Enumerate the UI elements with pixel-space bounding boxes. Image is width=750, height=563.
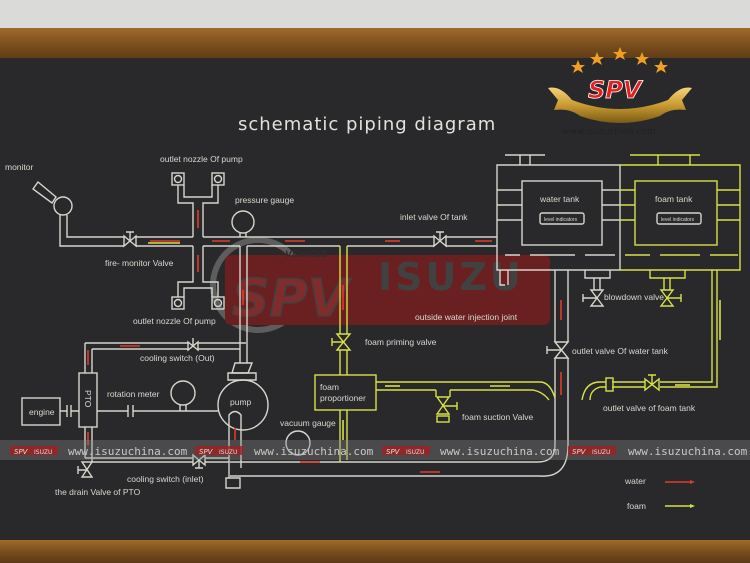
- pto: PTO: [78, 372, 98, 428]
- foam-tank: [620, 154, 741, 290]
- drain-valve-pto[interactable]: [77, 461, 94, 478]
- label-water-tank: water tank: [539, 194, 580, 204]
- label-outlet-nozzle-top: outlet nozzle Of pump: [160, 154, 243, 164]
- svg-text:www.isuzuchina.com: www.isuzuchina.com: [440, 445, 560, 458]
- watermark-4: SPV ISUZU www.isuzuchina.com: [568, 445, 748, 458]
- label-vacuum-gauge: vacuum gauge: [280, 418, 336, 428]
- outlet-valve-of-foam-tank[interactable]: [605, 374, 660, 392]
- frame-top: [0, 28, 750, 62]
- vacuum-gauge: [285, 430, 311, 456]
- svg-text:foam: foam: [627, 501, 646, 511]
- label-engine: engine: [29, 407, 55, 417]
- label-inlet-valve-tank: inlet valve Of tank: [400, 212, 468, 222]
- svg-text:ISUZU: ISUZU: [592, 449, 610, 456]
- label-rotation-meter: rotation meter: [107, 389, 160, 399]
- label-outside-water-injection: outside water injection joint: [415, 312, 518, 322]
- label-foam-suction-valve: foam suction Valve: [462, 412, 533, 422]
- svg-text:ISUZU: ISUZU: [219, 449, 237, 456]
- label-fire-monitor-valve: fire- monitor Valve: [105, 258, 174, 268]
- rotation-meter: [170, 380, 196, 406]
- label-pto: PTO: [83, 390, 93, 408]
- label-foam-tank: foam tank: [655, 194, 693, 204]
- label-drain-valve-pto: the drain Valve of PTO: [55, 487, 141, 497]
- label-level-indicator-water: level indicators: [544, 217, 578, 223]
- svg-text:SPV: SPV: [232, 269, 352, 329]
- label-monitor: monitor: [5, 162, 34, 172]
- svg-text:www.isuzuchina.com: www.isuzuchina.com: [562, 127, 656, 137]
- diagram-title: schematic piping diagram: [238, 114, 496, 135]
- watermark-strip: SPV ISUZU www.isuzuchina.com SPV ISUZU w…: [0, 440, 750, 460]
- label-foam-priming-valve: foam priming valve: [365, 337, 437, 347]
- svg-text:VEHICLE: VEHICLE: [285, 250, 328, 260]
- label-outlet-valve-water-tank: outlet valve Of water tank: [572, 346, 669, 356]
- label-pressure-gauge: pressure gauge: [235, 195, 294, 205]
- label-blowdown-valve: blowdown valve: [604, 292, 664, 302]
- label-pump: pump: [230, 397, 252, 407]
- engine: [21, 397, 79, 426]
- spv-logo: SPV www.isuzuchina.com: [548, 47, 692, 137]
- legend: water foam: [624, 476, 695, 511]
- center-watermark: SPV VEHICLE ISUZU: [210, 237, 550, 333]
- label-cooling-switch-out: cooling switch (Out): [140, 353, 215, 363]
- monitor: [32, 180, 124, 247]
- cooling-switch-out[interactable]: [187, 338, 199, 352]
- flow-arrows: [87, 210, 721, 473]
- foam-priming-valve[interactable]: [331, 333, 352, 351]
- fire-monitor-valve[interactable]: [123, 231, 137, 248]
- svg-text:SPV: SPV: [572, 448, 587, 456]
- watermark-3: SPV ISUZU www.isuzuchina.com: [382, 445, 560, 458]
- svg-text:SPV: SPV: [14, 448, 29, 456]
- blowdown-valve-water[interactable]: [582, 289, 605, 307]
- inlet-valve-of-tank[interactable]: [433, 231, 447, 248]
- foam-suction-valve[interactable]: [435, 390, 458, 423]
- svg-text:www.isuzuchina.com: www.isuzuchina.com: [628, 445, 748, 458]
- label-cooling-switch-inlet: cooling switch (inlet): [127, 474, 204, 484]
- watermark-1: SPV ISUZU www.isuzuchina.com: [10, 445, 188, 458]
- svg-text:SPV: SPV: [386, 448, 401, 456]
- frame-bottom: [0, 540, 750, 563]
- svg-text:www.isuzuchina.com: www.isuzuchina.com: [68, 445, 188, 458]
- outlet-valve-of-water-tank[interactable]: [546, 341, 570, 359]
- svg-text:ISUZU: ISUZU: [34, 449, 52, 456]
- svg-text:SPV: SPV: [588, 76, 644, 104]
- wall: [0, 0, 750, 30]
- legend-item-foam: foam: [627, 501, 695, 511]
- label-outlet-nozzle-bottom: outlet nozzle Of pump: [133, 316, 216, 326]
- label-foam-proportioner-1: foam: [320, 382, 339, 392]
- watermark-2: SPV ISUZU www.isuzuchina.com: [195, 445, 374, 458]
- svg-text:water: water: [624, 476, 646, 486]
- legend-item-water: water: [624, 476, 695, 486]
- label-foam-proportioner-2: proportioner: [320, 393, 366, 403]
- outlet-nozzles: [171, 172, 225, 310]
- pressure-gauge: [231, 210, 255, 234]
- svg-text:ISUZU: ISUZU: [406, 449, 424, 456]
- svg-text:www.isuzuchina.com: www.isuzuchina.com: [254, 445, 374, 458]
- svg-text:ISUZU: ISUZU: [378, 255, 524, 299]
- water-tank: [496, 154, 621, 290]
- svg-text:SPV: SPV: [199, 448, 214, 456]
- pump: [217, 362, 269, 489]
- foam-proportioner: [314, 374, 377, 411]
- label-outlet-valve-foam-tank: outlet valve of foam tank: [603, 403, 696, 413]
- label-level-indicator-foam: level indicators: [661, 217, 695, 223]
- blowdown-valve-foam[interactable]: [659, 289, 682, 307]
